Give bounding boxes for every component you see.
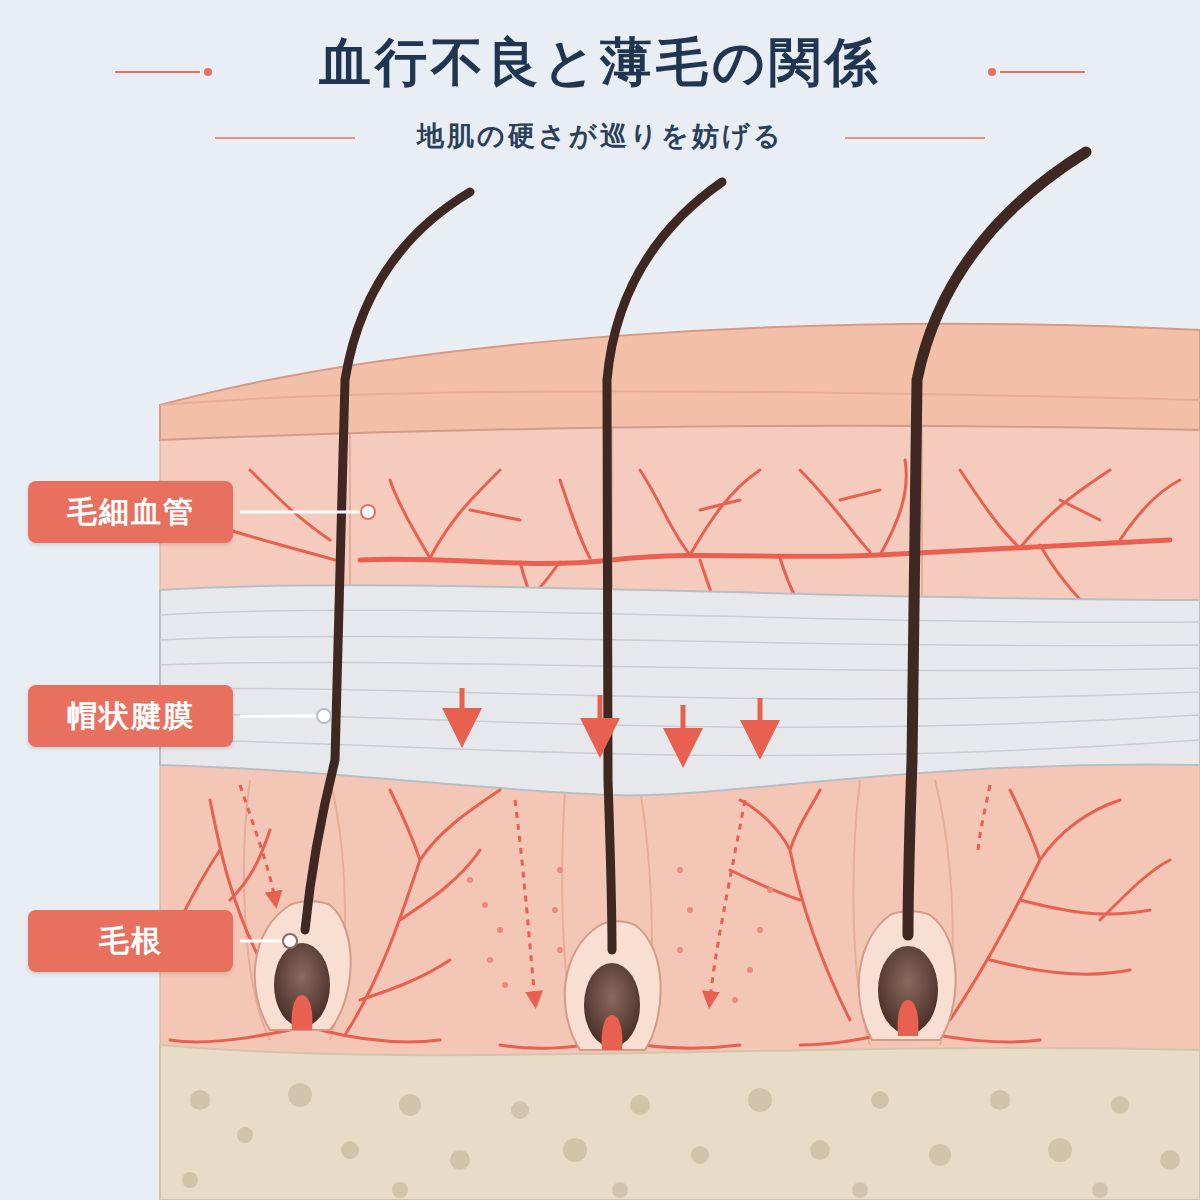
- pressure-arrows: [462, 688, 760, 748]
- leader-lines: [240, 505, 375, 948]
- hair-shafts: [305, 152, 1086, 950]
- dermis-dividers: [350, 418, 922, 612]
- subtitle-text: 地肌の硬さが巡りを妨げる: [0, 118, 1200, 154]
- galea-band: [160, 585, 1200, 795]
- follicle-compartments: [244, 780, 953, 1050]
- label-text: 毛細血管: [67, 492, 195, 533]
- lower-dermis: [160, 740, 1200, 1200]
- skull-bone: [160, 1045, 1200, 1200]
- epidermis-line: [160, 391, 1200, 405]
- label-box: 毛根: [28, 910, 233, 972]
- hair-bulbs: [274, 943, 938, 1050]
- label-text: 帽状腱膜: [67, 696, 195, 737]
- bone-pores: [182, 1083, 1180, 1198]
- galea-fibers: [160, 610, 1200, 755]
- epidermis: [160, 324, 1200, 440]
- label-box: 帽状腱膜: [28, 685, 233, 747]
- label-box: 毛細血管: [28, 481, 233, 543]
- label-text: 毛根: [99, 921, 163, 962]
- diagram-title: 血行不良と薄毛の関係: [0, 28, 1200, 98]
- hair-follicles: [255, 901, 956, 1050]
